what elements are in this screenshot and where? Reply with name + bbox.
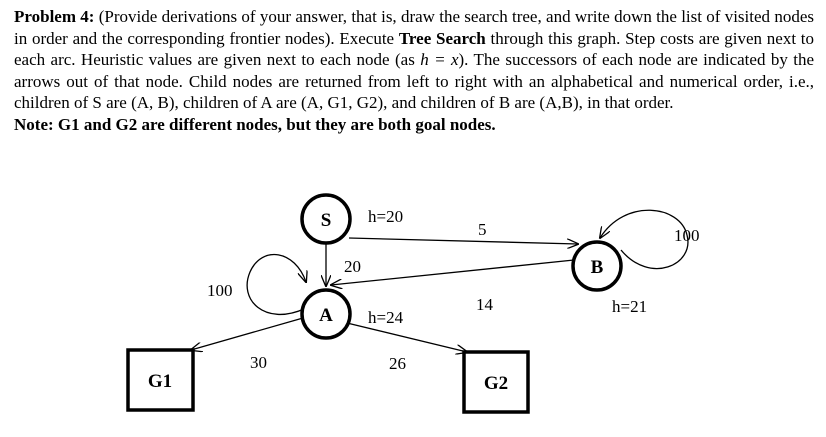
node-b bbox=[571, 240, 623, 292]
node-g1 bbox=[126, 348, 195, 412]
edge-b-to-a bbox=[331, 259, 575, 285]
node-a bbox=[300, 288, 352, 340]
cost-a-a: 100 bbox=[207, 281, 233, 300]
heuristic-a: h=24 bbox=[368, 308, 404, 327]
algorithm-name: Tree Search bbox=[398, 28, 486, 48]
node-s-label: S bbox=[321, 210, 332, 231]
cost-a-g2: 26 bbox=[389, 354, 406, 373]
problem-line-3: ). The successors of each node are indic… bbox=[14, 50, 814, 112]
problem-line-2: through this graph. Step costs are given… bbox=[14, 28, 814, 70]
problem-line-1: (Provide derivations of your answer, tha… bbox=[14, 7, 814, 48]
cost-s-b: 5 bbox=[478, 220, 487, 239]
heuristic-s: h=20 bbox=[368, 207, 403, 226]
edge-s-to-b bbox=[348, 237, 578, 244]
cost-b-b: 100 bbox=[674, 226, 700, 245]
node-g2 bbox=[462, 350, 530, 414]
edge-a-self-loop bbox=[246, 253, 306, 315]
heuristic-notation: h = x bbox=[420, 50, 459, 69]
cost-b-a: 14 bbox=[476, 295, 494, 314]
problem-heading: Problem 4: bbox=[14, 7, 95, 26]
problem-note: Note: G1 and G2 are different nodes, but… bbox=[14, 114, 496, 134]
node-b-label: B bbox=[591, 257, 604, 278]
node-g2-label: G2 bbox=[484, 373, 508, 394]
node-s bbox=[300, 193, 352, 245]
node-a-label: A bbox=[319, 305, 333, 326]
cost-s-a: 20 bbox=[344, 257, 361, 276]
edge-a-to-g1 bbox=[191, 317, 304, 350]
edge-b-self-loop bbox=[600, 209, 689, 270]
heuristic-b: h=21 bbox=[612, 297, 647, 316]
problem-text: Problem 4: (Provide derivations of your … bbox=[14, 6, 814, 135]
cost-a-g1: 30 bbox=[250, 353, 267, 372]
node-g1-label: G1 bbox=[148, 371, 172, 392]
edge-a-to-g2 bbox=[346, 322, 467, 352]
